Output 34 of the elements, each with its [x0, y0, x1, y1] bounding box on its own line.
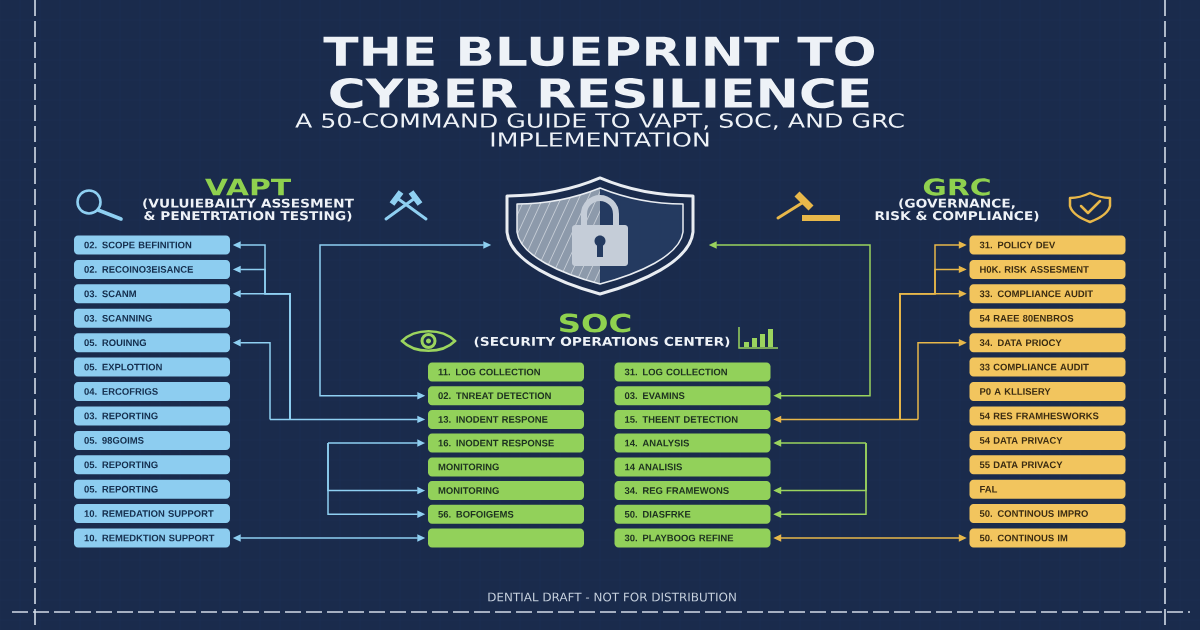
section-subtitle: (GOVERNANCE, RISK & COMPLIANCE) [875, 198, 1039, 222]
step-box: 31. LOG COLLECTION [614, 362, 771, 382]
step-box: 03. SCANM [74, 284, 230, 304]
step-box: 34. DATA PRIOCY [969, 333, 1126, 353]
step-box: 02. TNREAT DETECTION [428, 386, 584, 406]
shield-picture [505, 176, 695, 296]
step-box: MONITORING [428, 457, 584, 477]
step-box: 50. CONTINOUS IMPRO [969, 504, 1126, 524]
section-subtitle: (SECURITY OPERATIONS CENTER) [474, 336, 730, 348]
step-box: 55 DATA PRIVACY [969, 455, 1126, 475]
step-box: 03. REPORTING [74, 406, 230, 426]
step-box: 02. SCOPE BEFINITION [74, 235, 230, 255]
step-box: 05. ROUINNG [74, 333, 230, 353]
subtitle: A 50-COMMAND GUIDE TO VAPT, SOC, AND GRC IMPLEMENTATION [295, 113, 904, 147]
section-heading: VAPT [205, 178, 291, 196]
step-box: 30. PLAYBOOG REFINE [614, 528, 771, 548]
step-box: 31. POLICY DEV [969, 235, 1126, 255]
step-box: 03. EVAMINS [614, 386, 771, 406]
step-box: MONITORING [428, 481, 584, 501]
step-box: 34. REG FRAMEWONS [614, 481, 771, 501]
step-box: 10. REMEDKTION SUPPORT [74, 528, 230, 548]
title: THE BLUEPRINT TO CYBER RESILIENCE [323, 36, 875, 109]
step-box: 05. REPORTING [74, 455, 230, 475]
section-subtitle: (VULUIEBAILTY ASSESMENT & PENETRTATION TESTING) [143, 198, 354, 222]
step-box: 14 ANALISIS [614, 457, 771, 477]
step-box: 11. LOG COLLECTION [428, 362, 584, 382]
footer-note: DENTIAL DRAFT - NOT FOR DISTRIBUTION [488, 592, 736, 602]
step-box [428, 528, 584, 548]
section-heading: SOC [560, 313, 631, 333]
section-heading: GRC [923, 178, 990, 196]
step-box: 10. REMEDATION SUPPORT [74, 504, 230, 524]
step-box: 54 RES FRAMHESWORKS [969, 406, 1126, 426]
step-box: 33. COMPLIANCE AUDIT [969, 284, 1126, 304]
step-box: 50. CONTINOUS IM [969, 528, 1126, 548]
